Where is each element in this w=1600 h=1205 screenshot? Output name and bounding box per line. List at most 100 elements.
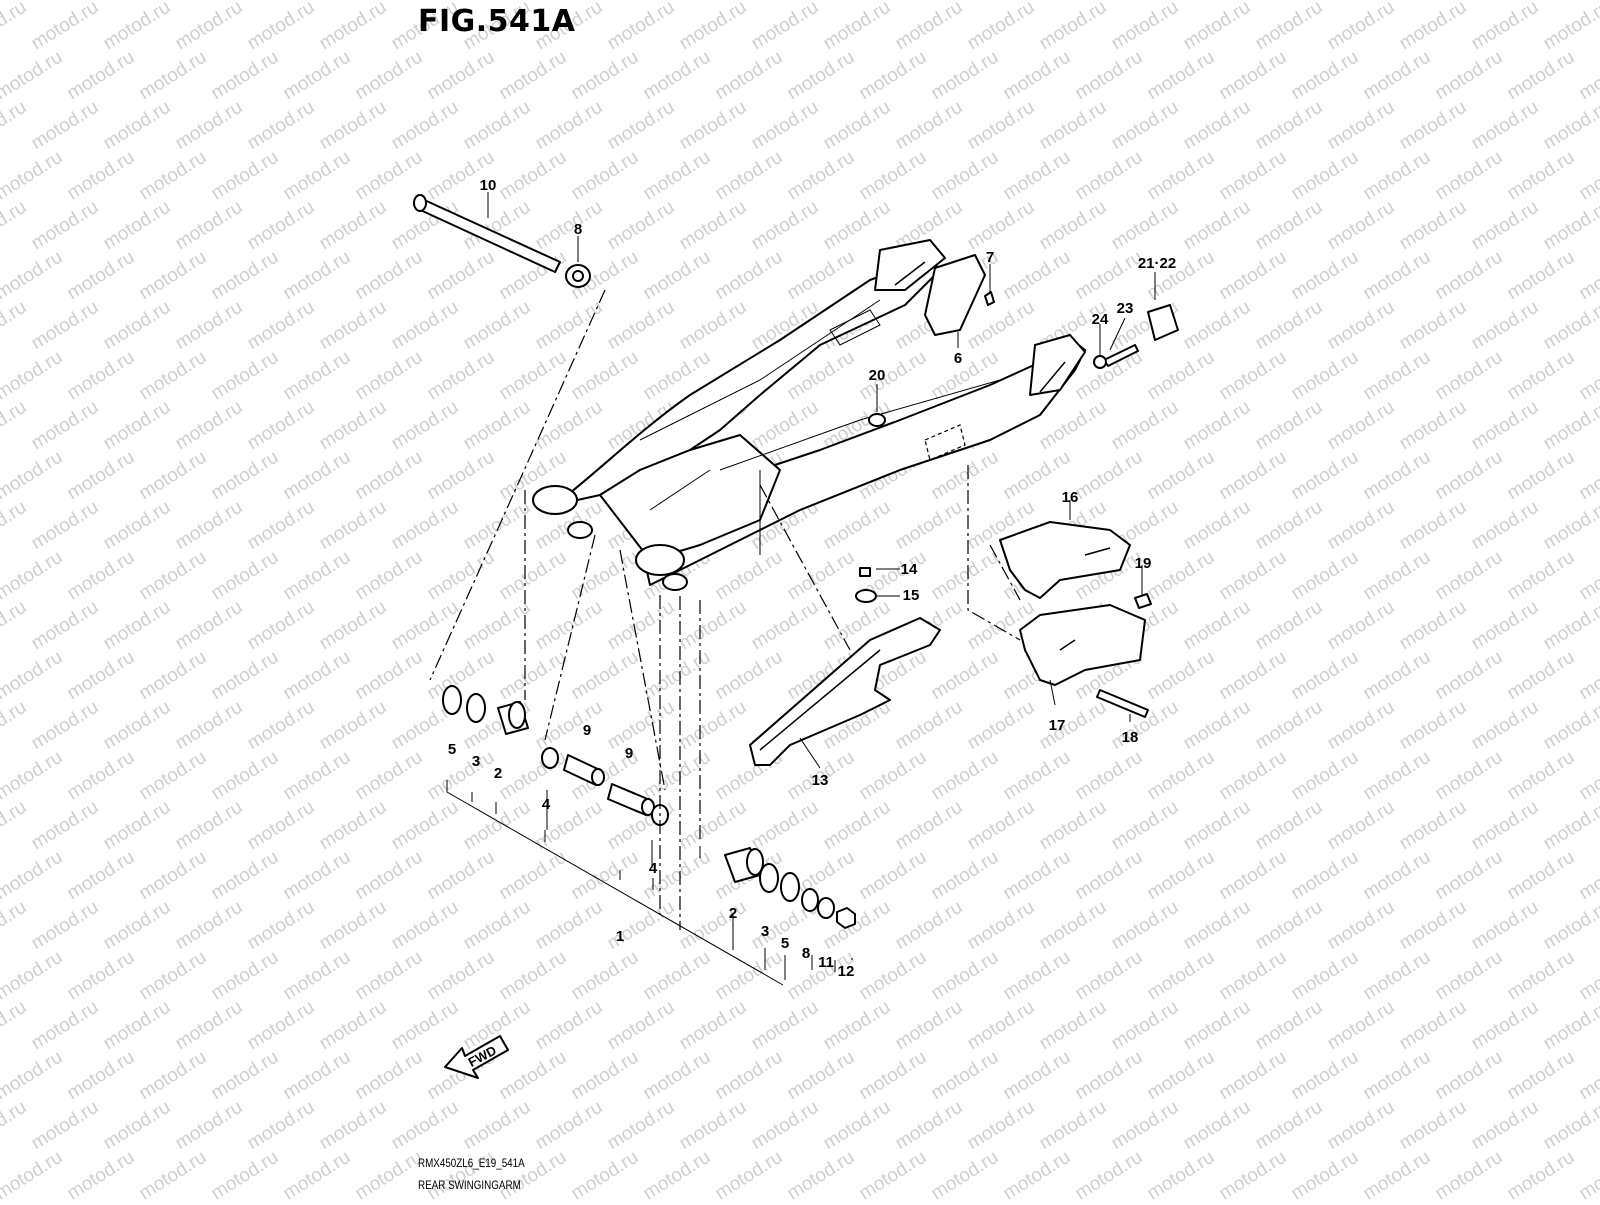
part-20-nut <box>868 413 886 427</box>
callout-16: 16 <box>1062 489 1079 506</box>
watermark-text: motod.ru <box>316 1097 391 1155</box>
callout-4-a: 4 <box>542 796 551 813</box>
watermark-text: motod.ru <box>460 497 535 555</box>
watermark-text: motod.ru <box>856 0 931 4</box>
part-5-seal-left <box>442 685 462 715</box>
reference-lines <box>429 192 1156 986</box>
watermark-text: motod.ru <box>604 297 679 355</box>
watermark-text: motod.ru <box>676 1097 751 1155</box>
watermark-text: motod.ru <box>784 47 859 105</box>
watermark-text: motod.ru <box>748 597 823 655</box>
watermark-text: motod.ru <box>856 147 931 205</box>
watermark-text: motod.ru <box>1540 597 1600 655</box>
watermark-text: motod.ru <box>352 947 427 1005</box>
watermark-text: motod.ru <box>1036 797 1111 855</box>
callout-5-left: 5 <box>448 741 456 758</box>
watermark-text: motod.ru <box>100 597 175 655</box>
watermark-text: motod.ru <box>172 997 247 1055</box>
watermark-text: motod.ru <box>640 1047 715 1105</box>
watermark-text: motod.ru <box>1108 797 1183 855</box>
watermark-text: motod.ru <box>676 597 751 655</box>
watermark-text: motod.ru <box>1432 47 1507 105</box>
part-17-chain-guide-lower <box>1019 604 1146 686</box>
callout-15: 15 <box>903 587 920 604</box>
watermark-text: motod.ru <box>1216 547 1291 605</box>
watermark-text: motod.ru <box>712 1047 787 1105</box>
watermark-text: motod.ru <box>28 97 103 155</box>
watermark-text: motod.ru <box>1396 897 1471 955</box>
watermark-text: motod.ru <box>1504 0 1579 4</box>
watermark-text: motod.ru <box>964 0 1039 54</box>
callout-14: 14 <box>901 561 918 578</box>
watermark-text: motod.ru <box>1324 0 1399 54</box>
watermark-text: motod.ru <box>1324 897 1399 955</box>
watermark-text: motod.ru <box>172 297 247 355</box>
callout-24: 24 <box>1092 311 1109 328</box>
watermark-text: motod.ru <box>856 347 931 405</box>
watermark-text: motod.ru <box>28 297 103 355</box>
watermark-text: motod.ru <box>136 247 211 305</box>
watermark-text: motod.ru <box>1468 1097 1543 1155</box>
watermark-text: motod.ru <box>136 0 211 4</box>
watermark-text: motod.ru <box>640 147 715 205</box>
watermark-text: motod.ru <box>1288 147 1363 205</box>
watermark-text: motod.ru <box>0 997 30 1055</box>
watermark-text: motod.ru <box>1000 247 1075 305</box>
watermark-text: motod.ru <box>964 1097 1039 1155</box>
watermark-text: motod.ru <box>1108 97 1183 155</box>
watermark-text: motod.ru <box>0 597 30 655</box>
watermark-text: motod.ru <box>1036 897 1111 955</box>
callout-8-right: 8 <box>802 945 810 962</box>
watermark-text: motod.ru <box>820 97 895 155</box>
watermark-text: motod.ru <box>1468 797 1543 855</box>
watermark-text: motod.ru <box>640 747 715 805</box>
watermark-text: motod.ru <box>0 247 66 305</box>
part-5-seal-right <box>780 872 800 902</box>
watermark-text: motod.ru <box>280 647 355 705</box>
watermark-text: motod.ru <box>784 1047 859 1105</box>
watermark-text: motod.ru <box>0 647 66 705</box>
callout-6: 6 <box>954 350 962 367</box>
watermark-text: motod.ru <box>0 47 66 105</box>
watermark-text: motod.ru <box>316 497 391 555</box>
watermark-text: motod.ru <box>1000 0 1075 4</box>
part-10-pivot-shaft <box>413 194 561 273</box>
watermark-text: motod.ru <box>568 647 643 705</box>
watermark-text: motod.ru <box>676 697 751 755</box>
watermark-text: motod.ru <box>1468 497 1543 555</box>
watermark-text: motod.ru <box>424 447 499 505</box>
watermark-text: motod.ru <box>820 997 895 1055</box>
watermark-text: motod.ru <box>676 897 751 955</box>
watermark-text: motod.ru <box>568 0 643 4</box>
watermark-text: motod.ru <box>424 1147 499 1200</box>
watermark-text: motod.ru <box>280 1147 355 1200</box>
watermark-text: motod.ru <box>496 347 571 405</box>
watermark-text: motod.ru <box>1144 0 1219 4</box>
watermark-text: motod.ru <box>136 347 211 405</box>
watermark-text: motod.ru <box>1216 1147 1291 1200</box>
callout-3-left: 3 <box>472 753 480 770</box>
watermark-text: motod.ru <box>244 597 319 655</box>
watermark-text: motod.ru <box>1504 447 1579 505</box>
watermark-text: motod.ru <box>244 1097 319 1155</box>
watermark-text: motod.ru <box>280 147 355 205</box>
watermark-text: motod.ru <box>640 1147 715 1200</box>
watermark-text: motod.ru <box>1504 947 1579 1005</box>
watermark-text: motod.ru <box>568 1047 643 1105</box>
watermark-text: motod.ru <box>532 997 607 1055</box>
watermark-text: motod.ru <box>1468 397 1543 455</box>
watermark-text: motod.ru <box>1036 0 1111 54</box>
watermark-text: motod.ru <box>1396 197 1471 255</box>
watermark-text: motod.ru <box>964 797 1039 855</box>
watermark-text: motod.ru <box>1540 897 1600 955</box>
watermark-text: motod.ru <box>1468 0 1543 54</box>
watermark-text: motod.ru <box>712 1147 787 1200</box>
watermark-text: motod.ru <box>640 947 715 1005</box>
watermark-text: motod.ru <box>0 547 66 605</box>
watermark-text: motod.ru <box>1540 997 1600 1055</box>
watermark-text: motod.ru <box>1396 1097 1471 1155</box>
watermark-text: motod.ru <box>1432 647 1507 705</box>
watermark-text: motod.ru <box>352 1147 427 1200</box>
watermark-text: motod.ru <box>1252 497 1327 555</box>
